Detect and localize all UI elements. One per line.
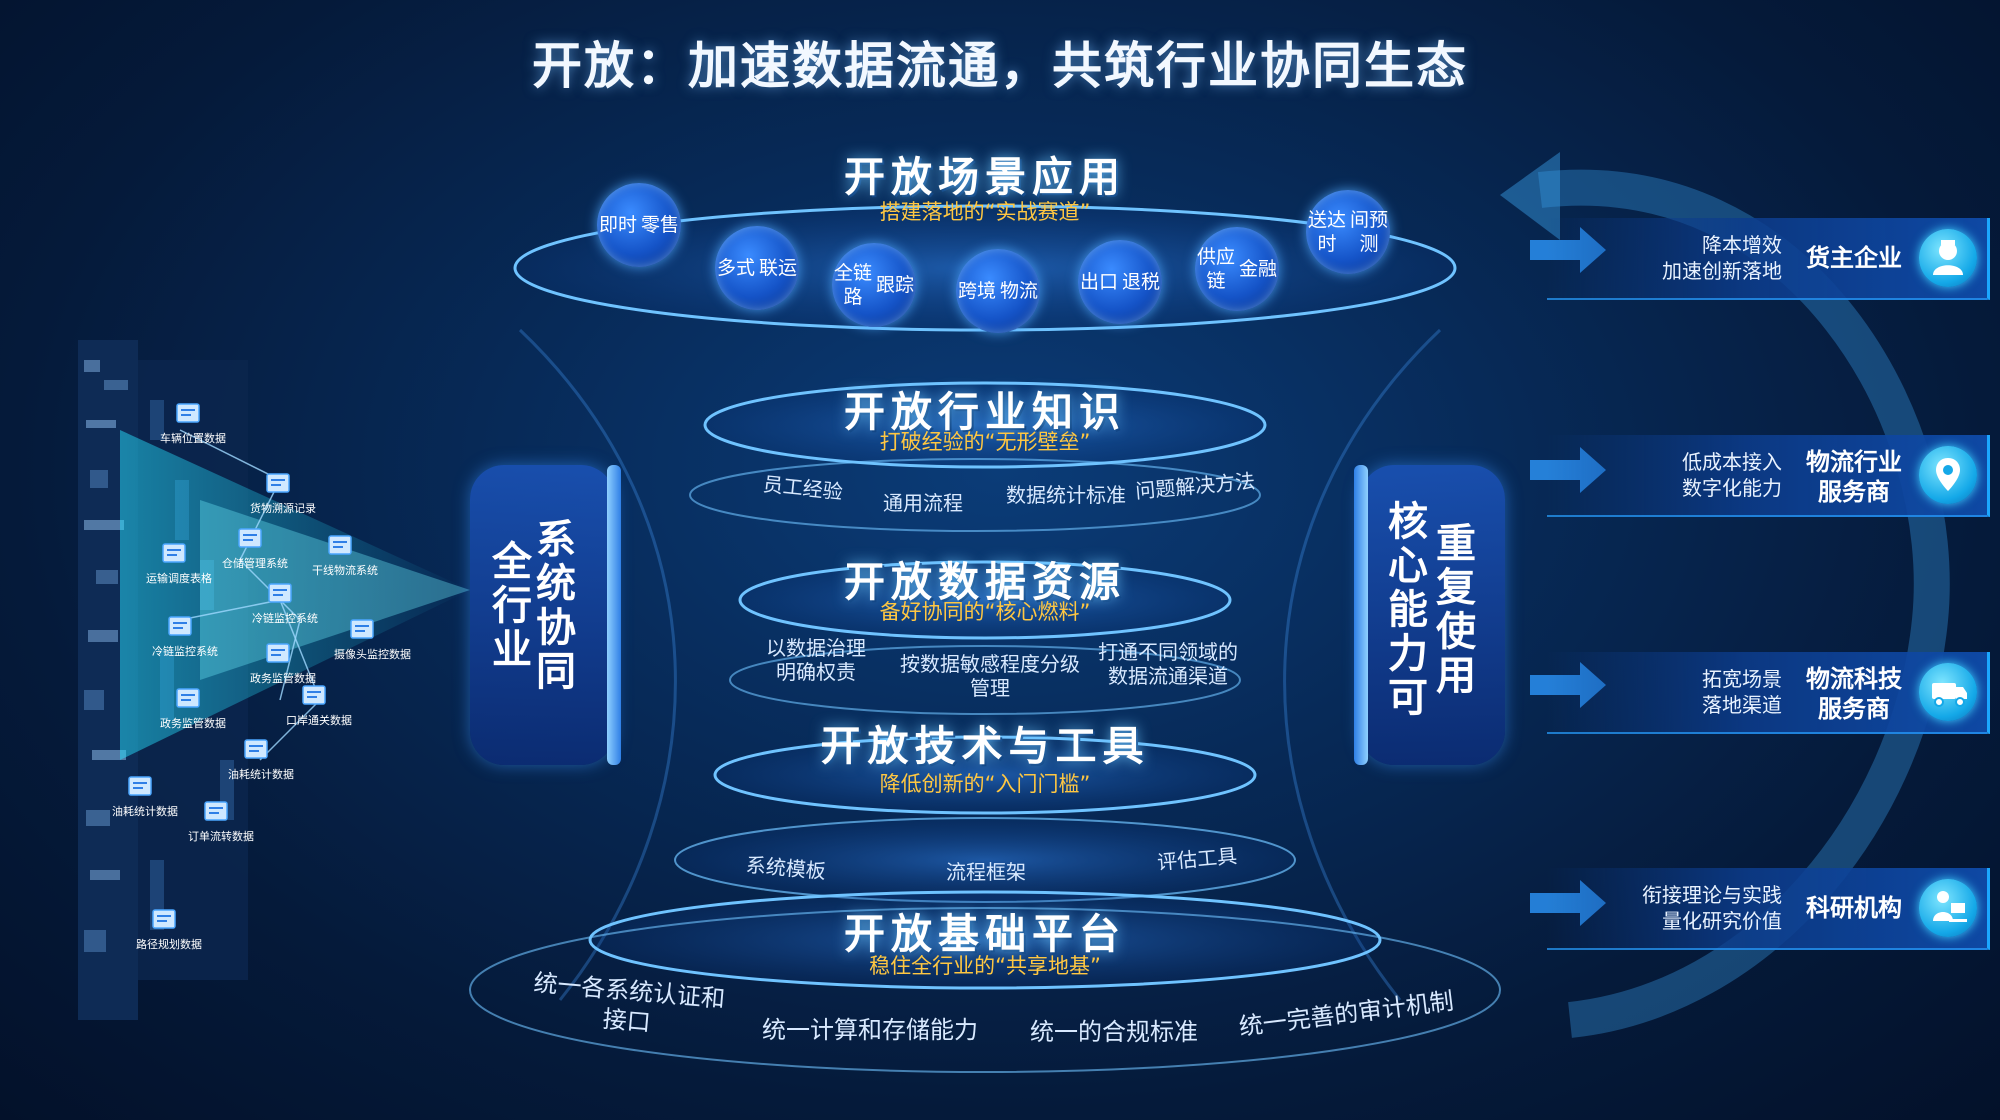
platform-item: 统一计算和存储能力 <box>762 1016 978 1044</box>
location-pin-icon <box>1919 446 1977 504</box>
data-source-label: 路径规划数据 <box>136 938 202 951</box>
data-source-icon <box>326 532 356 558</box>
right-side-text-1: 核心能力可 <box>1388 499 1428 721</box>
data-source-label: 仓储管理系统 <box>222 557 288 570</box>
card-desc: 衔接理论与实践量化研究价值 <box>1642 883 1782 933</box>
data-source-label: 政务监管数据 <box>160 717 226 730</box>
right-reuse-block <box>1354 465 1505 765</box>
researcher-icon <box>1919 879 1977 937</box>
bubble-multimodal: 多式联运 <box>715 226 799 310</box>
data-source-icon <box>174 685 204 711</box>
data-source-icon <box>202 798 232 824</box>
data-source-icon <box>166 613 196 639</box>
tool-item: 流程框架 <box>946 860 1026 884</box>
layer1-title: 开放场景应用 <box>844 153 1126 201</box>
left-side-text-1: 全行业 <box>492 539 532 673</box>
worker-icon <box>1919 229 1977 287</box>
data-source-icon <box>236 525 266 551</box>
data-source-label: 油耗统计数据 <box>112 805 178 818</box>
platform-item: 统一的合规标准 <box>1030 1018 1198 1046</box>
left-synergy-block <box>470 465 621 765</box>
card-name: 物流行业服务商 <box>1806 448 1902 506</box>
bubble-instant-retail: 即时零售 <box>597 183 681 267</box>
data-source-label: 政务监管数据 <box>250 672 316 685</box>
card-desc: 拓宽场景落地渠道 <box>1702 667 1782 717</box>
truck-icon <box>1919 663 1977 721</box>
data-resource-item: 按数据敏感程度分级管理 <box>900 652 1080 700</box>
layer4-subtitle: 降低创新的“入门门槛” <box>879 772 1091 796</box>
data-source-icon <box>266 580 296 606</box>
card-name: 科研机构 <box>1806 894 1902 922</box>
data-source-icon <box>264 640 294 666</box>
card-desc: 低成本接入数字化能力 <box>1682 450 1782 500</box>
page-title: 开放：加速数据流通，共筑行业协同生态 <box>532 37 1468 95</box>
layer3-title: 开放数据资源 <box>844 558 1126 606</box>
beneficiary-card-research: 衔接理论与实践量化研究价值 科研机构 <box>1547 868 1990 950</box>
knowledge-item: 数据统计标准 <box>1006 483 1126 507</box>
layer4-title: 开放技术与工具 <box>820 722 1150 770</box>
card-desc: 降本增效加速创新落地 <box>1662 233 1782 283</box>
data-source-label: 口岸通关数据 <box>286 714 352 727</box>
bubble-cross-border: 跨境物流 <box>956 249 1040 333</box>
data-source-icon <box>300 682 330 708</box>
data-source-label: 干线物流系统 <box>312 564 378 577</box>
data-resource-item: 以数据治理明确权责 <box>766 636 866 684</box>
layer2-subtitle: 打破经验的“无形壁垒” <box>879 430 1091 454</box>
data-source-icon <box>242 736 272 762</box>
data-source-icon <box>264 470 294 496</box>
beneficiary-card-logistics-tech: 拓宽场景落地渠道 物流科技服务商 <box>1547 652 1990 734</box>
bubble-supply-finance: 供应链金融 <box>1195 227 1279 311</box>
knowledge-item: 通用流程 <box>883 491 963 515</box>
beneficiary-card-shipper: 降本增效加速创新落地 货主企业 <box>1547 218 1990 300</box>
bubble-delivery-forecast: 送达时间预测 <box>1306 190 1390 274</box>
data-source-label: 摄像头监控数据 <box>334 648 411 661</box>
card-name: 货主企业 <box>1806 244 1902 272</box>
left-side-text-2: 系统协同 <box>536 517 576 695</box>
right-side-text-2: 重复使用 <box>1436 521 1476 699</box>
data-source-label: 订单流转数据 <box>188 830 254 843</box>
beneficiary-card-logistics-provider: 低成本接入数字化能力 物流行业服务商 <box>1547 435 1990 517</box>
data-source-label: 货物溯源记录 <box>250 502 316 515</box>
bubble-export-tax: 出口退税 <box>1078 240 1162 324</box>
data-source-label: 冷链监控系统 <box>252 612 318 625</box>
data-source-label: 车辆位置数据 <box>160 432 226 445</box>
data-source-icon <box>348 616 378 642</box>
layer2-title: 开放行业知识 <box>844 388 1126 436</box>
card-name: 物流科技服务商 <box>1806 665 1902 723</box>
layer3-subtitle: 备好协同的“核心燃料” <box>879 600 1091 624</box>
layer5-title: 开放基础平台 <box>844 910 1126 958</box>
data-resource-item: 打通不同领域的数据流通渠道 <box>1098 640 1238 688</box>
layer1-subtitle: 搭建落地的“实战赛道” <box>879 200 1091 224</box>
data-source-icon <box>126 773 156 799</box>
bubble-full-chain: 全链路跟踪 <box>832 243 916 327</box>
data-source-icon <box>160 540 190 566</box>
data-source-icon <box>150 906 180 932</box>
data-source-label: 油耗统计数据 <box>228 768 294 781</box>
data-source-label: 运输调度表格 <box>146 572 212 585</box>
data-source-label: 冷链监控系统 <box>152 645 218 658</box>
layer5-subtitle: 稳住全行业的“共享地基” <box>869 954 1101 978</box>
data-source-icon <box>174 400 204 426</box>
